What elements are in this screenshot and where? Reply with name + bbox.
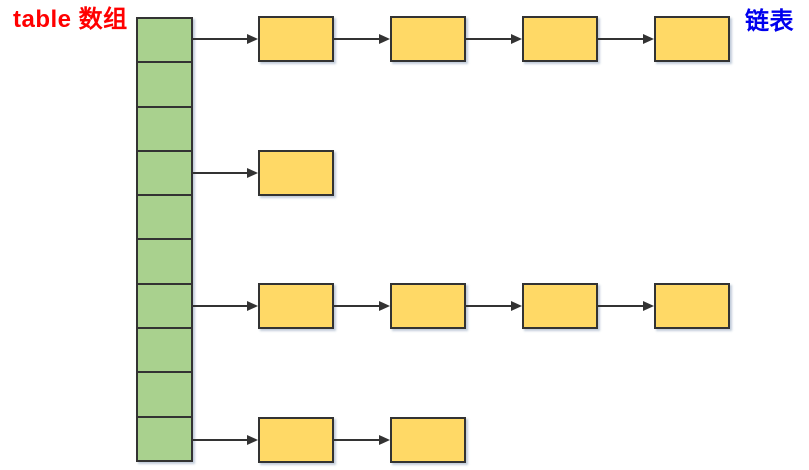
list-node [654,283,730,329]
arrow-line [334,38,381,40]
array-cell [138,108,191,152]
arrow-line [193,172,249,174]
array-cell [138,240,191,285]
arrowhead-icon [247,34,258,44]
array-cell [138,152,191,197]
list-node [522,16,598,62]
arrowhead-icon [247,435,258,445]
arrow-line [193,439,249,441]
arrow-line [466,305,513,307]
arrow [193,167,258,179]
arrowhead-icon [379,301,390,311]
arrowhead-icon [643,34,654,44]
arrow-line [334,305,381,307]
array-cell [138,19,191,64]
arrow-line [193,305,249,307]
list-node [390,283,466,329]
arrow [193,300,258,312]
list-node [258,283,334,329]
array-cell [138,329,191,374]
arrow [193,33,258,45]
arrowhead-icon [511,301,522,311]
arrow-line [193,38,249,40]
arrowhead-icon [379,34,390,44]
array-cell [138,63,191,108]
arrowhead-icon [247,301,258,311]
list-node [522,283,598,329]
array-cell [138,196,191,241]
arrow [193,434,258,446]
array-cell [138,285,191,330]
arrow [334,434,390,446]
arrow-line [334,439,381,441]
list-node [390,16,466,62]
arrow [334,300,390,312]
arrow [466,300,522,312]
arrow [334,33,390,45]
array-cell [138,373,191,418]
arrowhead-icon [379,435,390,445]
arrowhead-icon [511,34,522,44]
arrow-line [598,305,645,307]
arrowhead-icon [643,301,654,311]
list-node [258,16,334,62]
list-node [654,16,730,62]
array-cell [138,418,191,460]
arrowhead-icon [247,168,258,178]
list-node [258,150,334,196]
list-node [258,417,334,463]
arrow-line [466,38,513,40]
linked-list-label: 链表 [745,8,794,35]
arrow [598,33,654,45]
arrow [598,300,654,312]
arrow-line [598,38,645,40]
arrow [466,33,522,45]
array-column [136,17,193,462]
array-label: table 数组 [13,6,128,33]
list-node [390,417,466,463]
